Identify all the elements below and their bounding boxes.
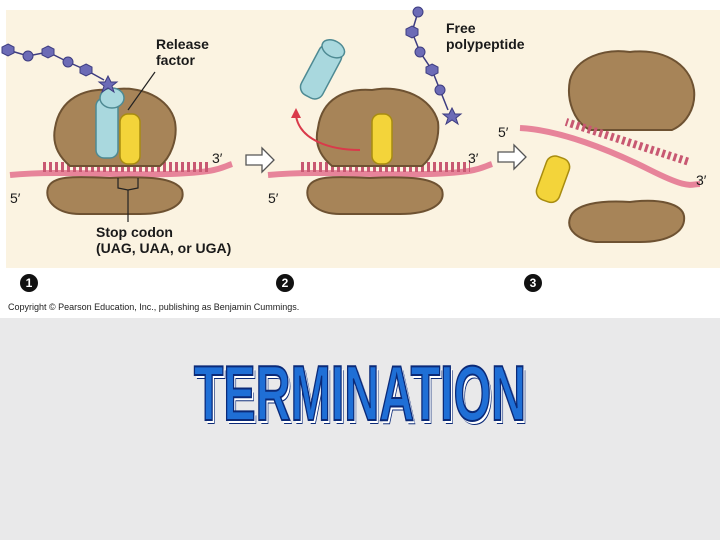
five-prime-label-2: 5′ [268,190,278,206]
three-prime-label-3: 3′ [696,172,706,188]
three-prime-label-1: 3′ [212,150,222,166]
release-factor-label: Release factor [156,36,209,68]
figure-panel: Release factor Free polypeptide Stop cod… [0,0,720,318]
five-prime-label-1: 5′ [10,190,20,206]
ribosome-large-subunit-3 [569,51,694,130]
step-arrow-1 [246,148,274,172]
trna-yellow-2 [372,114,392,164]
step-number-2: 2 [276,274,294,292]
ribosome-small-subunit-1 [47,177,182,214]
title-panel: TERMINATION [0,318,720,540]
stop-codon-label: Stop codon (UAG, UAA, or UGA) [96,224,231,256]
three-prime-label-2: 3′ [468,150,478,166]
panel-1 [2,44,232,222]
copyright-notice: Copyright © Pearson Education, Inc., pub… [8,302,299,312]
slide-title: TERMINATION [137,348,583,439]
ribosome-small-subunit-3 [569,201,684,242]
five-prime-label-3: 5′ [498,124,508,140]
free-polypeptide-label: Free polypeptide [446,20,525,52]
trna-yellow-released [534,153,572,204]
panel-3 [520,51,700,242]
trna-yellow-1 [120,114,140,164]
step-arrow-2 [498,145,526,169]
step-number-3: 3 [524,274,542,292]
ribosome-small-subunit-2 [307,177,442,214]
step-number-1: 1 [20,274,38,292]
polypeptide-chain-1 [2,44,117,92]
release-factor-released [297,36,347,102]
